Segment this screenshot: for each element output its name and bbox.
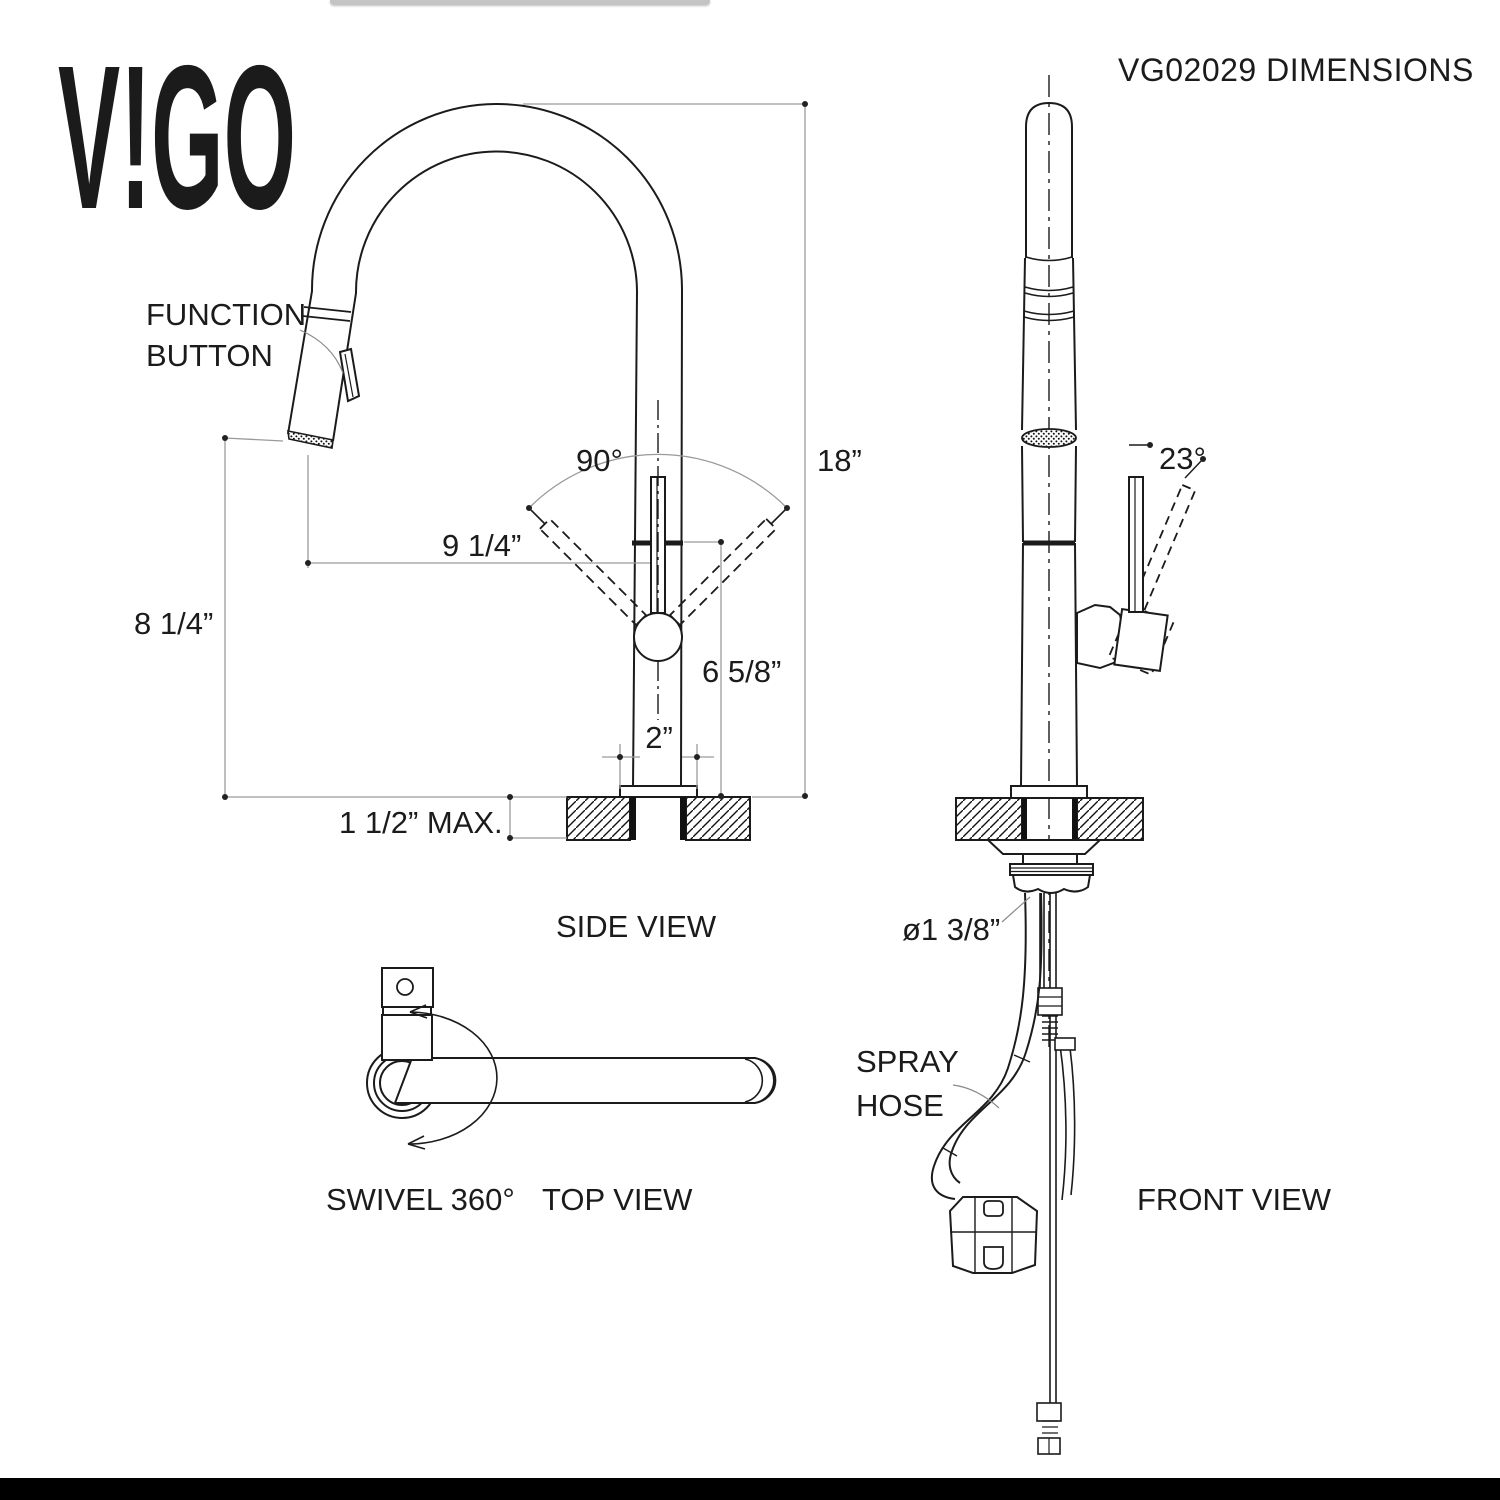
side-view-dimensions bbox=[222, 101, 808, 841]
dim-hole-diameter: ø1 3/8” bbox=[902, 912, 1000, 947]
bottom-edge-bar bbox=[0, 1478, 1500, 1500]
dim-overall-height: 18” bbox=[817, 443, 862, 478]
hole-diameter-leader bbox=[1001, 896, 1031, 923]
front-counter-right bbox=[1076, 797, 1144, 841]
mounting-washer bbox=[985, 839, 1103, 855]
front-handle bbox=[1128, 476, 1144, 613]
handle-pivot bbox=[633, 612, 683, 662]
top-view-spout bbox=[393, 1057, 775, 1104]
second-supply-line bbox=[1059, 1044, 1076, 1201]
top-view-drawing bbox=[366, 967, 777, 1150]
top-edge-bar bbox=[330, 0, 710, 5]
sprayer-nozzle bbox=[287, 429, 334, 449]
countertop-right bbox=[685, 796, 751, 841]
vigo-logo: V!GO bbox=[58, 23, 296, 252]
dim-deck-thickness: 1 1/2” MAX. bbox=[339, 805, 503, 840]
top-view-swivel-body bbox=[381, 1014, 433, 1061]
dim-handle-angle: 23° bbox=[1159, 441, 1206, 476]
side-view-drawing bbox=[287, 103, 788, 841]
escutcheon bbox=[619, 785, 698, 798]
mounting-nut bbox=[1009, 863, 1094, 876]
countertop-left bbox=[566, 796, 631, 841]
hose-weight bbox=[948, 1196, 1039, 1274]
top-view-caption: TOP VIEW bbox=[542, 1182, 693, 1217]
function-button-leader bbox=[299, 329, 344, 374]
lock-nut bbox=[1011, 874, 1092, 894]
dim-escutcheon-width: 2” bbox=[645, 720, 673, 755]
spray-hose-leader bbox=[952, 1084, 1000, 1109]
side-view-caption: SIDE VIEW bbox=[556, 909, 717, 944]
function-button-label-1: FUNCTION bbox=[146, 297, 306, 332]
spout-outline-inner bbox=[332, 150, 639, 789]
spout-outline-outer bbox=[287, 103, 684, 789]
aerator bbox=[1021, 428, 1077, 448]
dim-swing-angle: 90° bbox=[576, 443, 623, 478]
front-view-drawing bbox=[930, 75, 1204, 1455]
sheet-title: VG02029 DIMENSIONS bbox=[1118, 52, 1474, 88]
swivel-label: SWIVEL 360° bbox=[326, 1182, 515, 1217]
top-view-handle-end bbox=[381, 967, 434, 1008]
front-escutcheon bbox=[1010, 785, 1088, 799]
swing-arc bbox=[528, 453, 788, 509]
dim-spout-height: 8 1/4” bbox=[134, 606, 213, 641]
function-button-label-2: BUTTON bbox=[146, 338, 273, 373]
spray-hose-label-1: SPRAY bbox=[856, 1044, 959, 1079]
front-handle-base bbox=[1113, 607, 1169, 673]
swivel-arrow bbox=[407, 1011, 498, 1145]
supply-line bbox=[1049, 893, 1057, 1403]
front-faucet-body bbox=[1025, 101, 1073, 258]
front-counter-left bbox=[955, 797, 1023, 841]
dim-joint-height: 6 5/8” bbox=[702, 654, 781, 689]
spray-hose bbox=[930, 892, 1043, 1200]
front-view-caption: FRONT VIEW bbox=[1137, 1182, 1332, 1217]
dim-reach: 9 1/4” bbox=[442, 528, 521, 563]
spray-hose-label-2: HOSE bbox=[856, 1088, 944, 1123]
